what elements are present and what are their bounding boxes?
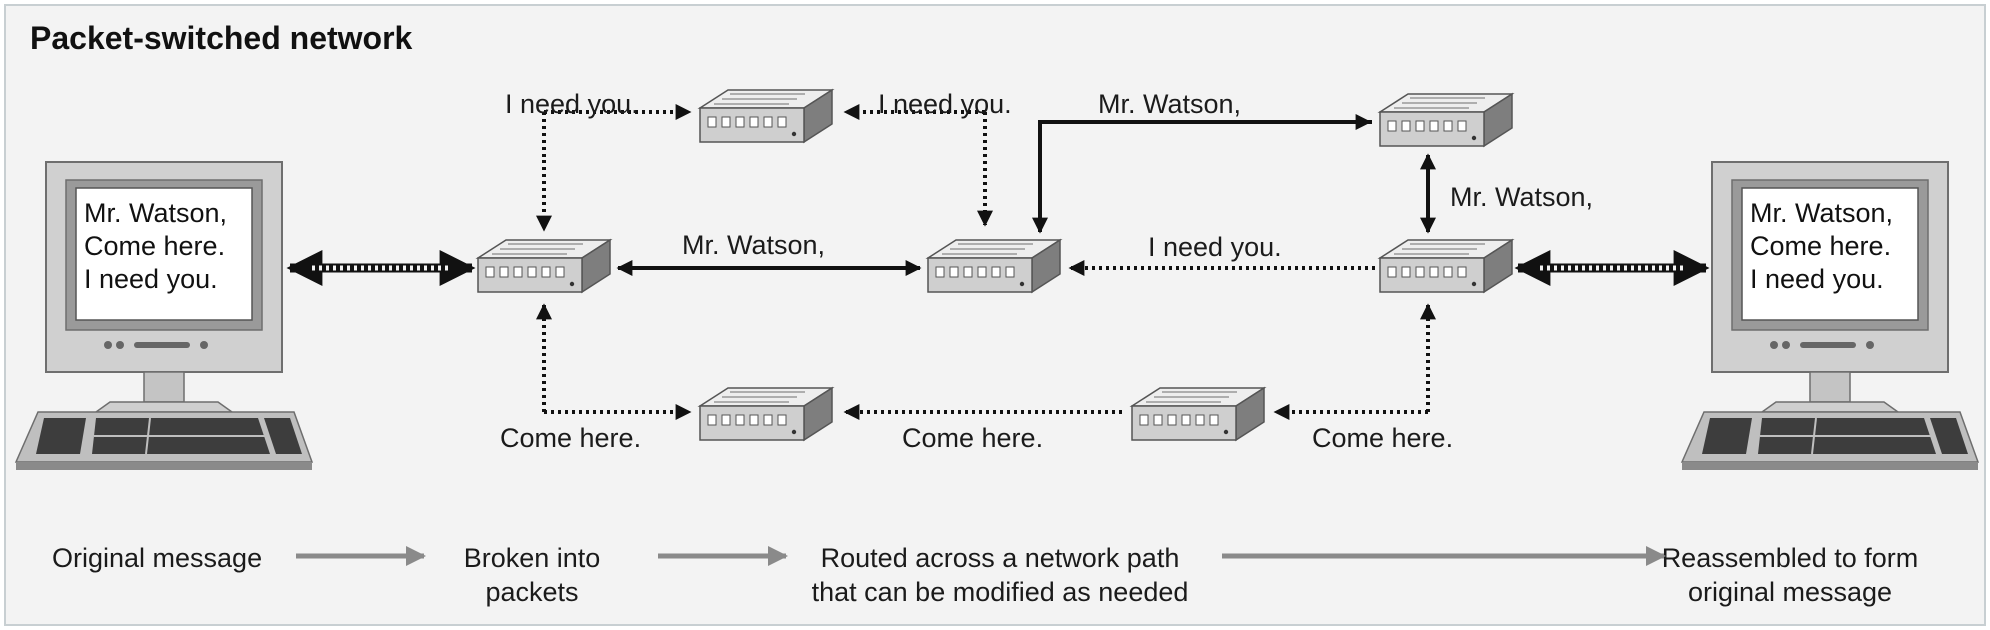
flow-step-broken: Broken into [464,543,601,573]
diagram-title: Packet-switched network [30,20,413,56]
packet-label: Mr. Watson, [682,230,825,260]
destination-computer [1680,161,1980,470]
screen-line: Come here. [84,231,225,261]
packet-label: Mr. Watson, [1450,182,1593,212]
router-top-a [699,89,833,143]
screen-line: I need you. [84,264,218,294]
packet-label: Come here. [902,423,1043,453]
packet-labels: I need you. I need you. Mr. Watson, Mr. … [500,89,1593,453]
router-bottom-a [699,387,833,441]
diagram-frame [4,4,1986,626]
router-top-b [1379,93,1513,147]
screen-line: I need you. [1750,264,1884,294]
router-bottom-b [1131,387,1265,441]
screen-line: Mr. Watson, [84,198,227,228]
flow-step-reassembled: original message [1688,577,1892,607]
packet-label: Come here. [1312,423,1453,453]
flow-step-routed: that can be modified as needed [812,577,1189,607]
flow-step-reassembled: Reassembled to form [1662,543,1919,573]
packet-label: I need you. [878,89,1012,119]
path-link [1032,120,1372,234]
flow-step-routed: Routed across a network path [821,543,1180,573]
destination-screen-message: Mr. Watson, Come here. I need you. [1750,198,1893,294]
source-computer [14,161,314,470]
flow-step-original: Original message [52,543,262,573]
packet-label: Mr. Watson, [1098,89,1241,119]
source-screen-message: Mr. Watson, Come here. I need you. [84,198,227,294]
packet-label: I need you. [505,89,639,119]
router-left-hub [477,239,611,293]
screen-line: Mr. Watson, [1750,198,1893,228]
router-center [927,239,1061,293]
screen-line: Come here. [1750,231,1891,261]
packet-label: Come here. [500,423,641,453]
router-right-hub [1379,239,1513,293]
flow-step-broken: packets [485,577,578,607]
packet-label: I need you. [1148,232,1282,262]
process-flow: Original message Broken into packets Rou… [52,543,1918,607]
